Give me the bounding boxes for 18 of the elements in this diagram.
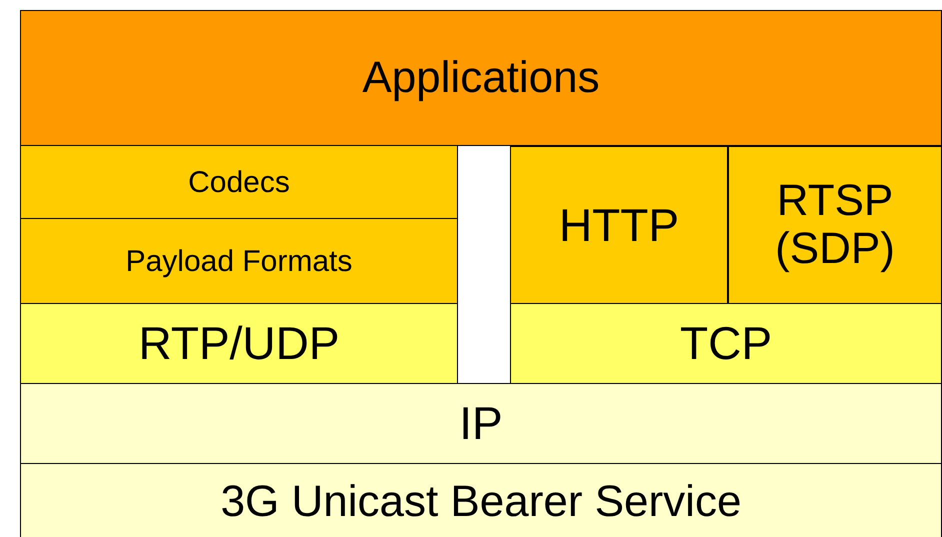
layer-label: HTTP <box>558 200 680 250</box>
layer-box <box>20 218 458 304</box>
layer-label: Applications <box>362 54 600 102</box>
layer-label: RTSP (SDP) <box>774 176 896 274</box>
layer-box <box>510 303 942 384</box>
layer-label: Codecs <box>188 166 290 198</box>
layer-band <box>20 463 942 537</box>
layer-box <box>20 303 458 384</box>
layer-box <box>20 145 458 219</box>
layer-label: IP <box>459 398 503 449</box>
layer-label: TCP <box>680 318 772 369</box>
layer-label: RTP/UDP <box>138 318 340 369</box>
layer-band <box>20 383 942 464</box>
layer-band <box>20 10 942 146</box>
layer-box <box>728 146 942 304</box>
layer-box <box>510 146 728 304</box>
layer-label: Payload Formats <box>126 244 352 278</box>
layer-label: 3G Unicast Bearer Service <box>220 478 742 526</box>
